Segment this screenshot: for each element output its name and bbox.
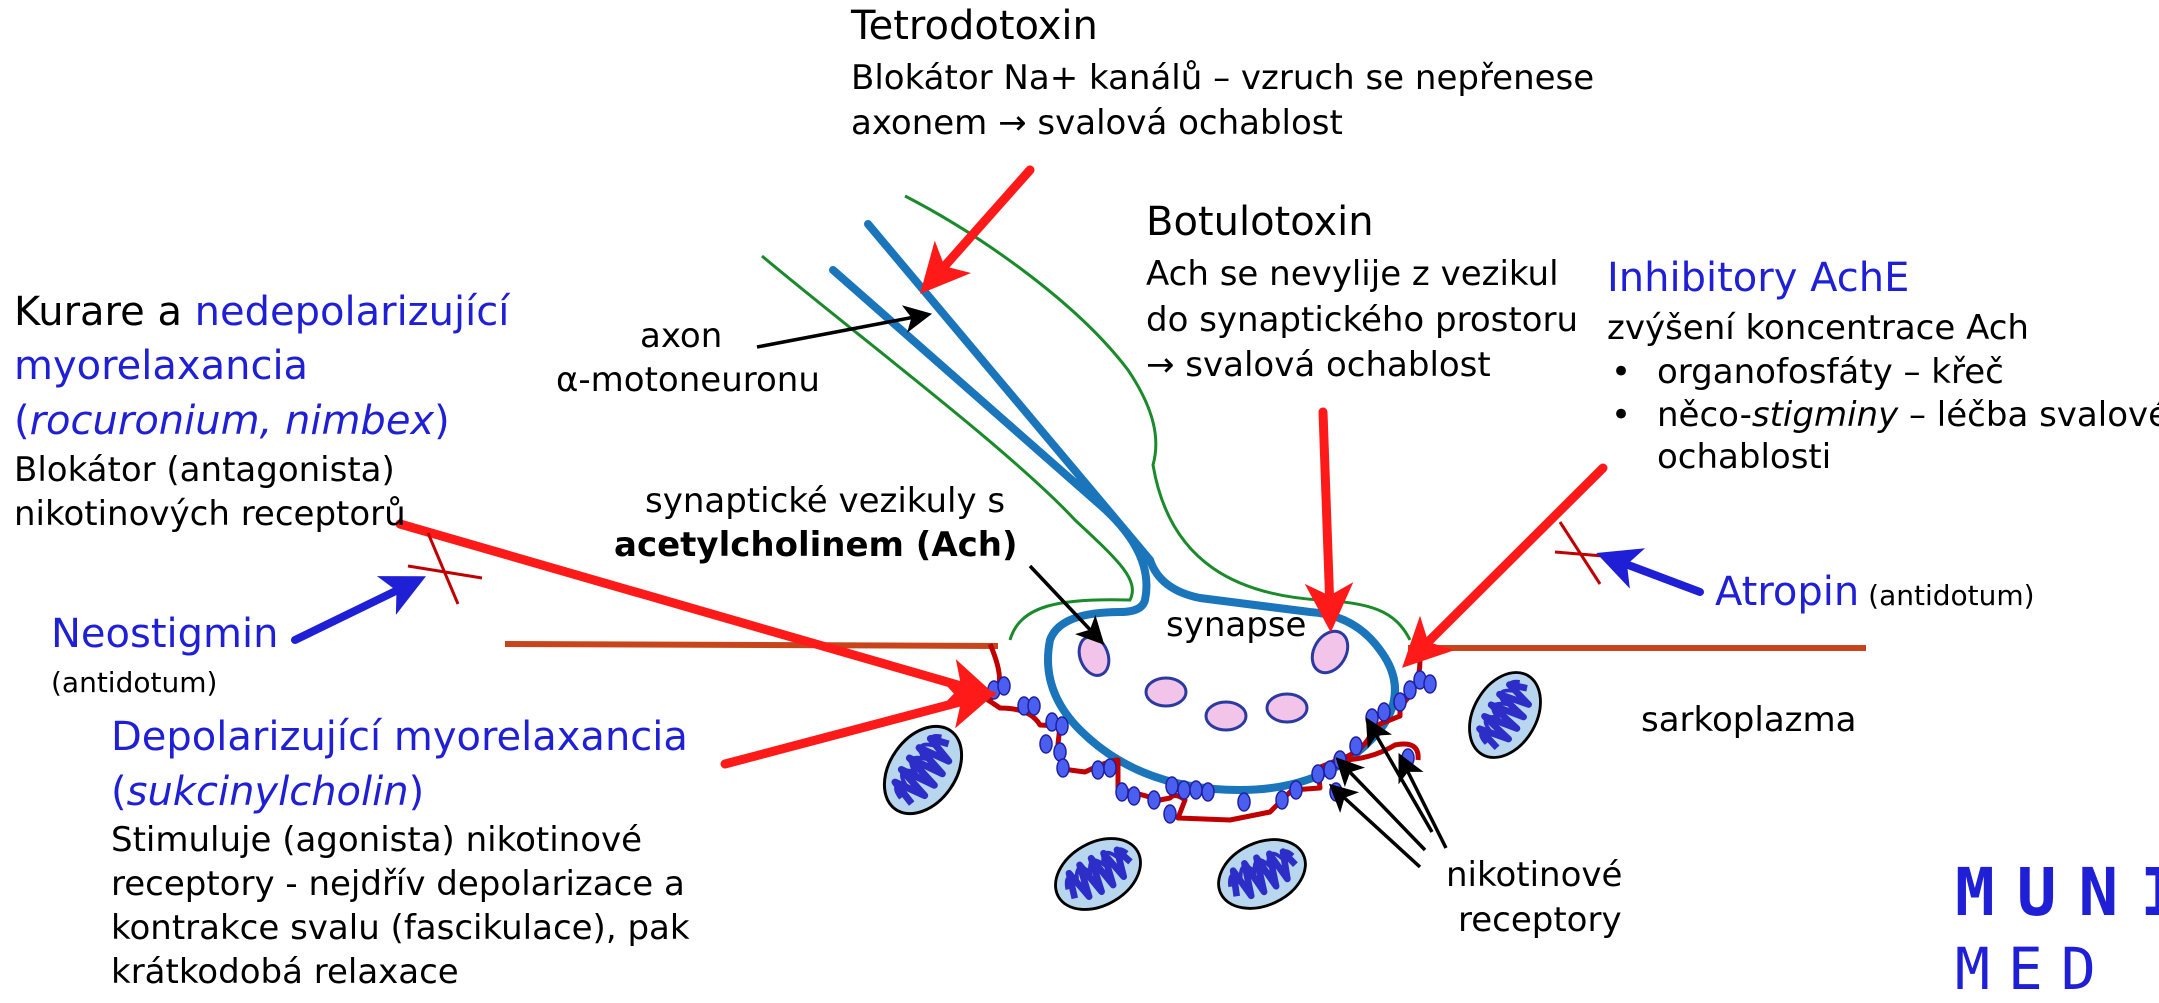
axon-label-line1: axon [640,316,722,357]
vesicle [1206,702,1246,730]
kurare-line1: Blokátor (antagonista) [14,450,395,491]
atropin-label: Atropin (antidotum) [1715,568,2035,617]
neostigmin-arrow [295,585,408,640]
tetrodotoxin-line1: Blokátor Na+ kanálů – vzruch se nepřenes… [851,58,1594,99]
vesicle [1267,694,1307,722]
inhibitory-ache-bullets: organofosfáty – křeč něco-stigminy – léč… [1607,352,2159,478]
inhibitory-ache-title: Inhibitory AchE [1607,254,1909,303]
vesicles-label-line2: acetylcholinem (Ach) [614,525,1018,566]
axon-label-line2: α-motoneuronu [556,360,820,401]
neostigmin-name: Neostigmin [51,610,278,659]
kurare-examples: (rocuronium, nimbex) [14,397,450,446]
vesicle [1146,678,1186,706]
antidote-arrows [295,560,1700,640]
logo-med: MED [1955,940,2159,998]
neostigmin-note: (antidotum) [51,666,217,700]
receptors-label-line2: receptory [1458,900,1622,941]
botulotoxin-line3: → svalová ochablost [1146,345,1491,386]
tetrodotoxin-arrow [935,170,1030,277]
depolarizing-line3: kontrakce svalu (fascikulace), pak [111,908,690,949]
inhibitory-ache-arrow [1418,468,1603,652]
depolarizing-example: (sukcinylcholin) [111,768,424,817]
depolarizing-title: Depolarizující myorelaxancia [111,713,688,762]
botulotoxin-line2: do synaptického prostoru [1146,300,1578,341]
tetrodotoxin-line2: axonem → svalová ochablost [851,103,1343,144]
sarkoplazma-label: sarkoplazma [1641,700,1856,741]
kurare-title: Kurare a nedepolarizující [14,288,509,337]
tetrodotoxin-title: Tetrodotoxin [851,2,1098,51]
bullet-organofosfaty: organofosfáty – křeč [1607,352,2159,393]
botulotoxin-arrow [1323,412,1330,610]
depolarizing-line1: Stimuluje (agonista) nikotinové [111,820,642,861]
vesicles-label-line1: synaptické vezikuly s [645,481,1005,522]
inhibitory-ache-line1: zvýšení koncentrace Ach [1607,308,2029,349]
logo-muni: MUNI [1955,860,2159,926]
depolarizing-line4: krátkodobá relaxace [111,952,459,993]
axon-pointer [757,316,920,347]
muni-med-logo: MUNI MED [1955,860,2159,998]
botulotoxin-title: Botulotoxin [1146,198,1374,247]
synapse-label: synapse [1166,605,1306,646]
vesicle [1305,625,1355,679]
block-cross-inhibitory [1555,522,1603,584]
kurare-line2: nikotinových receptorů [14,494,406,535]
botulotoxin-line1: Ach se nevylije z vezikul [1146,254,1559,295]
kurare-title-cont: myorelaxancia [14,342,308,391]
receptors-label-line1: nikotinové [1446,855,1622,896]
depolarizing-line2: receptory - nejdřív depolarizace a [111,864,685,905]
vesicle [1074,632,1114,679]
pointer-arrows [757,316,1446,867]
atropin-arrow [1615,560,1700,592]
